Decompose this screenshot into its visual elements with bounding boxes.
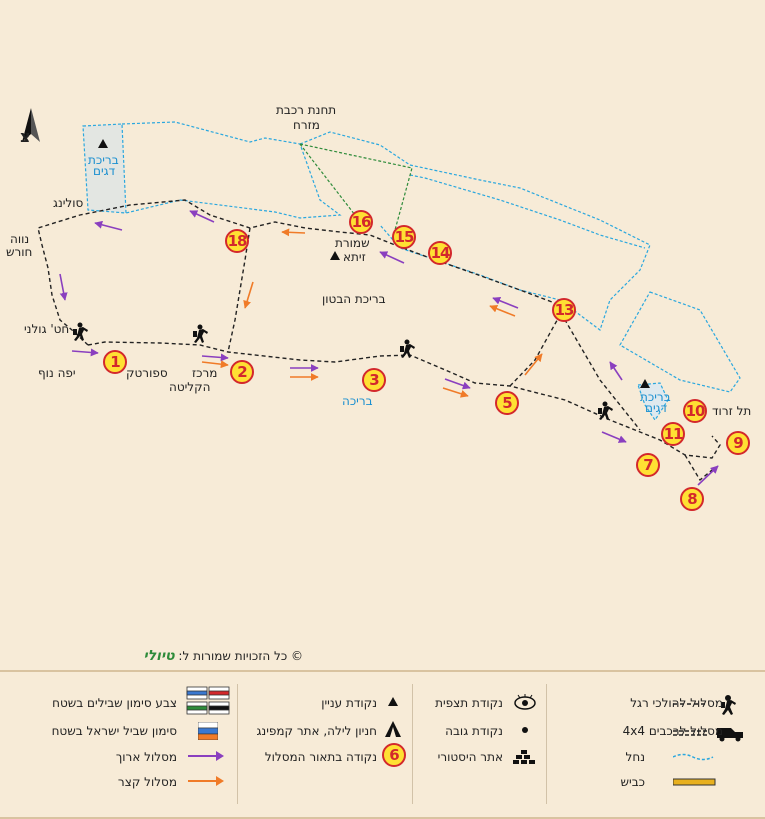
map-graphics	[22, 108, 741, 486]
legend-height-point: נקודת גובה	[445, 724, 503, 738]
label-soling: סולינג	[53, 196, 84, 210]
camping-icons	[73, 322, 613, 420]
trail-map: צ תחנת רכבת מזרח בריכת דגים סולינג נווה …	[6, 103, 752, 664]
route-point-8[interactable]: 8	[680, 487, 704, 511]
credit-text: © כל הזכויות שמורות ל:	[178, 649, 303, 663]
camping-icon	[385, 721, 401, 737]
long-route-arrow-icon	[188, 751, 224, 761]
legend-divider	[412, 684, 413, 804]
legend-hiking-trail: מסלול להולכי רגל	[630, 696, 723, 710]
route-point-3[interactable]: 3	[362, 368, 386, 392]
camping-icon	[73, 322, 88, 341]
road-icon	[673, 778, 716, 786]
view-point-icon	[514, 694, 536, 710]
hiker-icon	[673, 695, 736, 715]
route-point-10[interactable]: 10	[683, 399, 707, 423]
route-point-16[interactable]: 16	[349, 210, 373, 234]
jeep-icon	[673, 728, 743, 742]
route-point-1[interactable]: 1	[103, 350, 127, 374]
interest-point-icon	[98, 139, 108, 148]
label-train-station-east: מזרח	[293, 118, 320, 132]
brand-logo: טיולי	[143, 648, 175, 664]
legend-route-point-badge: 6	[382, 743, 406, 767]
label-neve-horesh-2: חורש	[6, 245, 33, 259]
route-point-14[interactable]: 14	[428, 241, 452, 265]
legend-israel-trail: סימון שביל ישראל בשטח	[51, 724, 177, 738]
route-point-7[interactable]: 7	[636, 453, 660, 477]
camping-icon	[598, 401, 613, 420]
fish-ponds	[82, 121, 741, 422]
historic-site-icon	[513, 750, 535, 764]
map-legend: מסלול להולכי רגל מסלול לרכבים 4x4 נחל כב…	[0, 670, 765, 819]
legend-route-point: נקודה בתאור המסלול	[264, 750, 377, 764]
label-shmurat-zita-1: שמורת	[335, 236, 370, 250]
legend-divider	[237, 684, 238, 804]
legend-stream: נחל	[625, 750, 645, 764]
israel-trail-icon	[198, 722, 218, 740]
legend-trail-marks: צבע סימון שבילים בשטח	[52, 696, 177, 710]
north-arrow-icon	[22, 108, 40, 142]
north-label: צ	[20, 127, 31, 146]
label-golani-hat: חט' גולני	[24, 322, 70, 336]
label-pool: בריכה	[342, 394, 373, 408]
legend-camping: חניון לילה, אתר קמפינג	[256, 724, 377, 738]
short-route-arrows	[201, 228, 543, 398]
vehicle-trail	[299, 143, 413, 231]
route-point-5[interactable]: 5	[495, 391, 519, 415]
label-fish-pond-se-1: בריכת	[640, 390, 671, 404]
legend-short-route: מסלול קצר	[117, 775, 177, 789]
interest-point-markers	[98, 139, 650, 388]
legend-interest-point: נקודת עניין	[321, 696, 377, 710]
legend-divider	[546, 684, 547, 804]
route-point-2[interactable]: 2	[230, 360, 254, 384]
label-train-station: תחנת רכבת	[276, 103, 337, 117]
interest-point-icon	[388, 697, 398, 706]
height-point-icon	[522, 727, 528, 733]
legend-road: כביש	[620, 775, 645, 789]
copyright-credit: © כל הזכויות שמורות ל: טיולי	[128, 648, 303, 664]
legend-view-point: נקודת תצפית	[435, 696, 503, 710]
route-point-13[interactable]: 13	[552, 298, 576, 322]
legend-long-route: מסלול ארוך	[115, 750, 177, 764]
camping-icon	[193, 324, 208, 343]
route-point-9[interactable]: 9	[726, 431, 750, 455]
route-point-11[interactable]: 11	[661, 422, 685, 446]
route-point-18[interactable]: 18	[225, 229, 249, 253]
legend-historic-site: אתר היסטורי	[437, 750, 503, 764]
label-tel-zerod: תל זרוד	[712, 404, 752, 418]
label-fish-pond-nw-2: דגים	[93, 164, 116, 178]
label-concrete-pool: בריכת הבטון	[322, 292, 386, 306]
interest-point-icon	[640, 379, 650, 388]
route-point-15[interactable]: 15	[392, 225, 416, 249]
label-absorption-center-1: מרכז	[192, 366, 218, 380]
label-neve-horesh-1: נווה	[10, 232, 30, 246]
long-route-arrows	[59, 210, 719, 486]
stream-icon	[673, 753, 714, 761]
label-absorption-center-2: הקליטה	[169, 380, 211, 394]
label-fish-pond-se-2: דגים	[645, 401, 668, 415]
legend-vehicle-trail: מסלול לרכבים 4x4	[622, 724, 723, 738]
label-sportek: ספורטק	[126, 366, 168, 380]
short-route-arrow-icon	[188, 776, 224, 786]
label-fish-pond-nw-1: בריכת	[88, 153, 119, 167]
label-shmurat-zita-2: זיתא	[343, 250, 366, 264]
label-yafe-nof: יפה נוף	[38, 366, 76, 380]
camping-icon	[400, 339, 415, 358]
interest-point-icon	[330, 251, 340, 260]
trail-color-marks-icon	[186, 686, 230, 715]
